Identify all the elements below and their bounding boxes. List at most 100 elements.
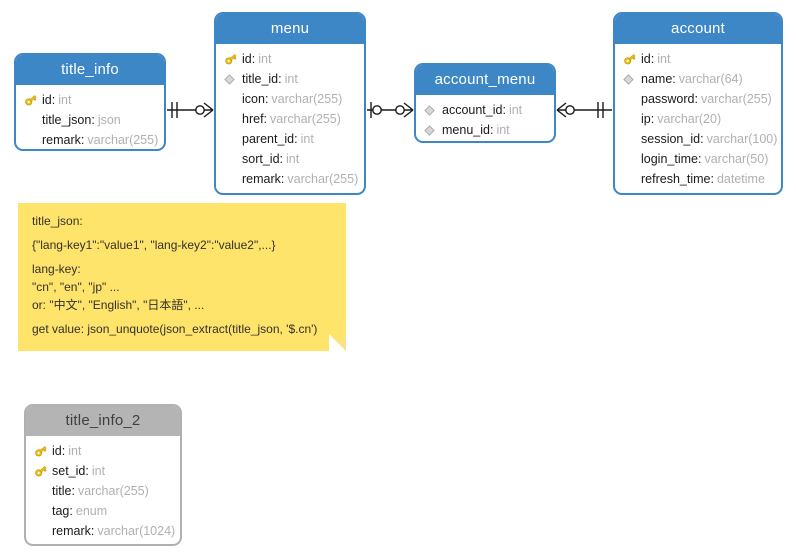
primary-key-icon	[623, 51, 641, 67]
field-row[interactable]: password:varchar(255)	[615, 89, 781, 109]
field-separator: :	[90, 524, 95, 538]
field-separator: :	[694, 92, 698, 106]
field-row[interactable]: tag:enum	[26, 501, 180, 521]
field-name: password	[641, 92, 695, 106]
field-type: int	[68, 444, 82, 458]
relationship-title-info-menu	[167, 102, 214, 118]
field-name: id	[42, 93, 52, 107]
field-marker-none	[623, 171, 641, 187]
field-marker-none	[623, 111, 641, 127]
field-separator: :	[264, 92, 269, 106]
field-type: varchar(255)	[287, 172, 359, 186]
field-row[interactable]: id:int	[16, 90, 164, 110]
field-row[interactable]: icon:varchar(255)	[216, 89, 364, 109]
entity-title-title_info: title_info	[16, 55, 164, 85]
field-row[interactable]: title:varchar(255)	[26, 481, 180, 501]
field-type: int	[300, 132, 314, 146]
field-name: id	[641, 52, 651, 66]
field-name: id	[52, 444, 62, 458]
field-row[interactable]: title_id:int	[216, 69, 364, 89]
field-marker-none	[34, 523, 52, 539]
foreign-key-icon	[424, 104, 435, 116]
field-type: json	[97, 113, 121, 127]
primary-key-icon	[35, 466, 47, 477]
field-separator: :	[85, 464, 89, 478]
field-row[interactable]: sort_id:int	[216, 149, 364, 169]
primary-key-icon	[225, 54, 237, 65]
field-row[interactable]: id:int	[216, 49, 364, 69]
field-type: enum	[75, 504, 108, 518]
field-name: remark	[52, 524, 91, 538]
field-type: int	[258, 52, 272, 66]
field-separator: :	[697, 152, 702, 166]
primary-key-icon	[24, 92, 42, 108]
field-marker-none	[623, 151, 641, 167]
field-row[interactable]: session_id:varchar(100)	[615, 129, 781, 149]
field-row[interactable]: remark:varchar(255)	[16, 130, 164, 149]
field-row[interactable]: menu_id:int	[416, 120, 554, 140]
primary-key-icon	[34, 463, 52, 479]
field-name: ip	[641, 112, 651, 126]
field-separator: :	[489, 123, 494, 137]
entity-title-menu: menu	[216, 14, 364, 44]
field-row[interactable]: remark:varchar(255)	[216, 169, 364, 189]
field-name: name	[641, 72, 673, 86]
foreign-key-icon	[424, 102, 442, 118]
field-row[interactable]: refresh_time:datetime	[615, 169, 781, 189]
field-separator: :	[263, 112, 268, 126]
field-row[interactable]: login_time:varchar(50)	[615, 149, 781, 169]
field-marker-none	[224, 151, 242, 167]
field-row[interactable]: id:int	[26, 441, 180, 461]
field-separator: :	[650, 52, 655, 66]
note-line: {"lang-key1":"value1", "lang-key2":"valu…	[32, 238, 276, 252]
field-name: login_time	[641, 152, 698, 166]
foreign-key-icon	[424, 122, 442, 138]
field-row[interactable]: ip:varchar(20)	[615, 109, 781, 129]
field-row[interactable]: parent_id:int	[216, 129, 364, 149]
note-fold-corner	[329, 334, 346, 351]
field-type: int	[284, 72, 298, 86]
field-row[interactable]: id:int	[615, 49, 781, 69]
note-body: title_json:{"lang-key1":"value1", "lang-…	[32, 214, 332, 337]
foreign-key-icon	[623, 71, 641, 87]
field-row[interactable]: name:varchar(64)	[615, 69, 781, 89]
field-type: int	[58, 93, 72, 107]
field-type: datetime	[716, 172, 765, 186]
field-type: varchar(255)	[87, 133, 159, 147]
field-row[interactable]: title_json:json	[16, 110, 164, 130]
entity-title-account_menu: account_menu	[416, 65, 554, 95]
primary-key-icon	[224, 51, 242, 67]
field-marker-none	[224, 171, 242, 187]
field-separator: :	[80, 133, 85, 147]
field-marker-none	[224, 131, 242, 147]
field-type: int	[91, 464, 106, 478]
field-name: remark	[242, 172, 281, 186]
field-row[interactable]: account_id:int	[416, 100, 554, 120]
field-row[interactable]: href:varchar(255)	[216, 109, 364, 129]
field-marker-none	[623, 131, 641, 147]
field-name: title	[52, 484, 72, 498]
note-line: or: "中文", "English", "日本語", ...	[32, 298, 205, 312]
field-row[interactable]: remark:varchar(1024)	[26, 521, 180, 541]
field-separator: :	[710, 172, 714, 186]
field-separator: :	[278, 72, 282, 86]
field-separator: :	[502, 103, 506, 117]
note-line: lang-key:	[32, 262, 81, 276]
foreign-key-icon	[224, 71, 242, 87]
field-name: id	[242, 52, 252, 66]
note-title-json[interactable]: title_json:{"lang-key1":"value1", "lang-…	[18, 203, 346, 351]
field-type: varchar(255)	[270, 112, 341, 126]
field-marker-none	[24, 132, 42, 148]
field-row[interactable]: set_id:int	[26, 461, 180, 481]
field-marker-none	[623, 91, 641, 107]
